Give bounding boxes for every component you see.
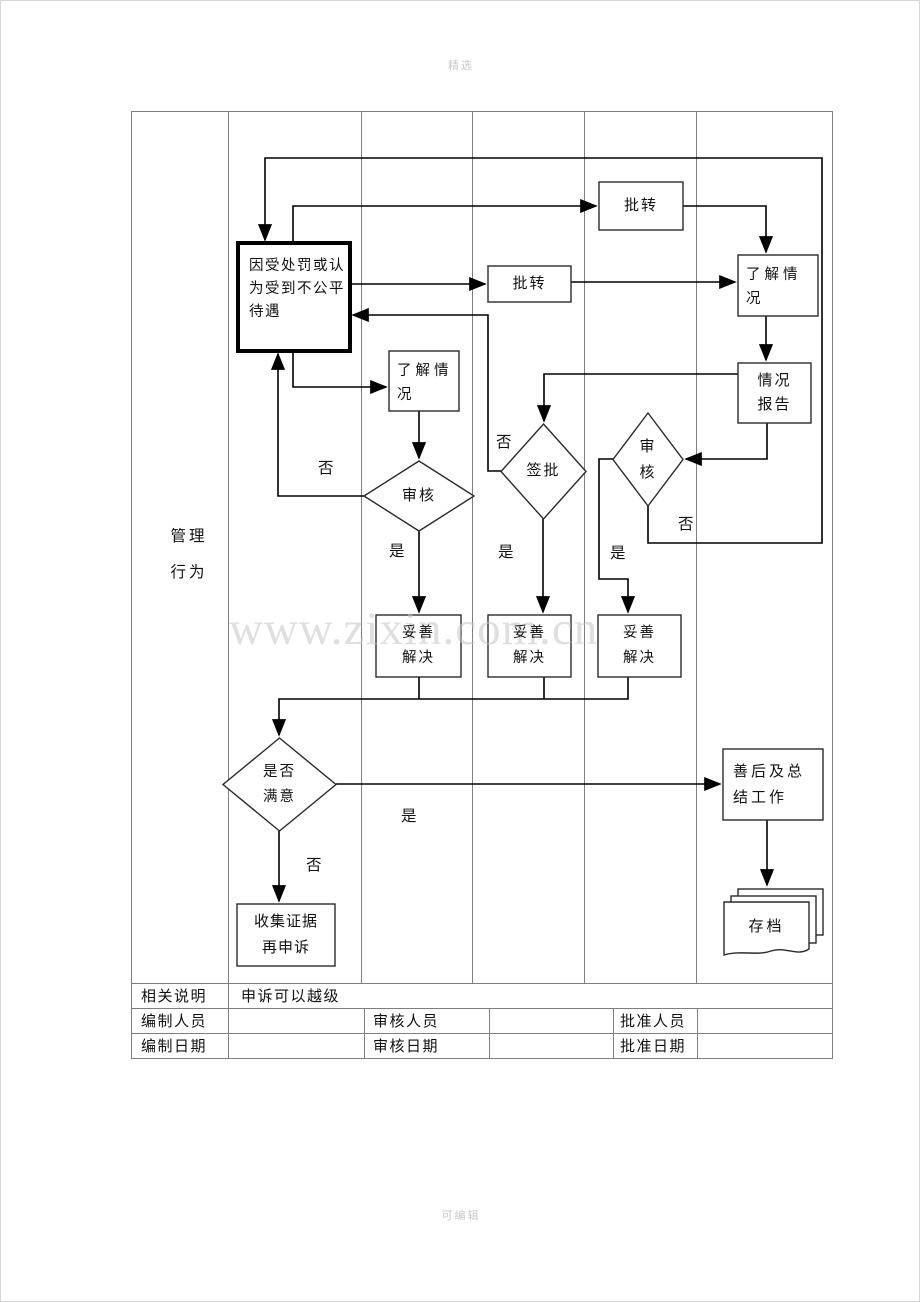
resolve-3-shape	[597, 614, 682, 678]
start-node-shape	[236, 241, 352, 353]
edge-start-to-forward-top	[292, 198, 598, 243]
satisfied-label: 是否 满意	[263, 764, 296, 805]
understand-right-label: 了解情 况	[746, 267, 802, 307]
approver-label: 批准人员	[620, 1014, 687, 1030]
sign-approve-label: 签批	[526, 463, 561, 479]
header-watermark: 精选	[448, 60, 474, 72]
collect-evidence-label: 收集证据 再申诉	[253, 914, 318, 956]
resolve-1-label: 妥善 解决	[402, 625, 435, 666]
swimlane-label: 管理 行为	[170, 528, 208, 581]
notes-label: 相关说明	[141, 989, 208, 1005]
review-right-label: 审 核	[639, 439, 657, 481]
edge-report-to-review-right	[684, 423, 768, 467]
review-right-yes-label: 是	[610, 545, 627, 562]
edge-resolve-collector-risers	[418, 677, 545, 699]
situation-report-label: 情况 报告	[757, 373, 792, 413]
footer-watermark: 可编辑	[441, 1210, 481, 1222]
edge-report-to-sign	[536, 373, 738, 423]
make-date-label: 编制日期	[141, 1039, 208, 1055]
resolve-3-label: 妥善 解决	[623, 625, 656, 666]
archive-document-shape	[723, 888, 824, 956]
forward-mid-shape	[487, 265, 572, 303]
review-mid-no-label: 否	[318, 460, 335, 477]
checker-label: 审核人员	[373, 1014, 440, 1030]
understand-mid-label: 了解情 况	[397, 363, 453, 403]
edge-review-mid-no	[270, 352, 364, 497]
forward-top-shape	[598, 181, 684, 231]
review-right-diamond	[612, 411, 684, 508]
aftermath-shape	[722, 748, 824, 821]
edge-review-right-yes	[598, 458, 636, 614]
check-date-label: 审核日期	[373, 1039, 440, 1055]
edge-start-to-understand-mid	[292, 351, 388, 395]
resolve-2-label: 妥善 解决	[513, 625, 546, 666]
satisfied-no-label: 否	[306, 857, 323, 874]
archive-label: 存档	[748, 919, 785, 935]
sign-approve-diamond	[500, 422, 587, 521]
understand-right-shape	[737, 254, 819, 317]
review-right-no-label: 否	[678, 516, 695, 533]
satisfied-diamond	[221, 737, 338, 832]
edge-sign-no	[351, 307, 501, 472]
aftermath-label: 善后及总 结工作	[733, 764, 806, 806]
archive-page-1	[723, 901, 810, 956]
edge-collector-to-satisfied	[271, 677, 629, 737]
collect-evidence-shape	[236, 903, 336, 967]
node-shapes	[221, 181, 824, 967]
situation-report-shape	[737, 362, 812, 424]
review-mid-yes-label: 是	[389, 543, 406, 560]
resolve-2-shape	[487, 614, 572, 678]
sign-yes-label: 是	[498, 544, 515, 561]
maker-label: 编制人员	[141, 1014, 208, 1030]
review-mid-diamond	[362, 460, 476, 532]
satisfied-yes-label: 是	[401, 808, 418, 825]
notes-value: 申诉可以越级	[241, 989, 341, 1005]
understand-mid-shape	[388, 350, 460, 412]
edge-forward-top-to-understand	[683, 205, 774, 254]
edge-review-right-no	[257, 157, 823, 544]
approve-date-label: 批准日期	[620, 1039, 687, 1055]
forward-top-label: 批转	[623, 198, 658, 214]
forward-mid-label: 批转	[512, 276, 547, 292]
start-node-label: 因受处罚或认 为受到不公平 待遇	[249, 258, 345, 320]
resolve-1-shape	[375, 614, 462, 678]
sign-no-label: 否	[496, 434, 513, 451]
review-mid-label: 审核	[401, 488, 436, 504]
flow-connectors	[257, 157, 823, 903]
swimlane-table-grid	[131, 111, 833, 1059]
